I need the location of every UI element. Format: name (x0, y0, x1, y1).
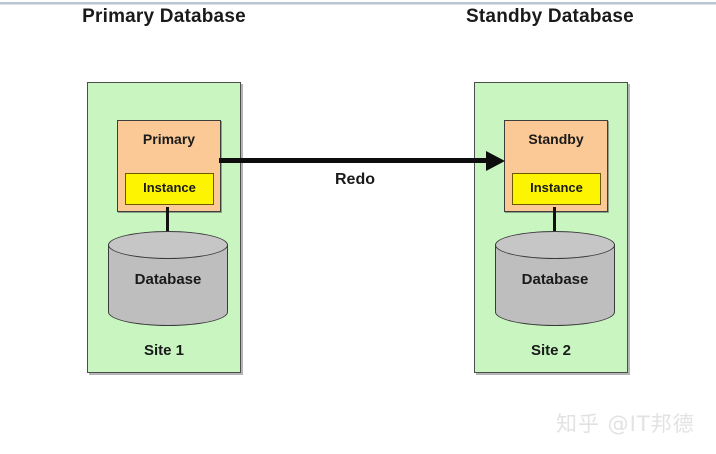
redo-arrow-shaft (219, 158, 493, 163)
site-label-site-2: Site 2 (530, 342, 572, 359)
database-label-site-2: Database (521, 271, 589, 288)
cylinder-top-ellipse (495, 231, 615, 259)
watermark: 知乎 @IT邦德 (556, 412, 695, 436)
database-cylinder-site-1: Database (108, 231, 228, 326)
instance-label-primary: Instance (143, 180, 196, 195)
role-label-standby: Standby (528, 131, 584, 147)
instance-box-primary: Instance (125, 173, 214, 205)
cylinder-top-ellipse (108, 231, 228, 259)
role-label-primary: Primary (142, 131, 196, 147)
database-label-site-1: Database (134, 271, 202, 288)
role-box-primary: Primary Instance (117, 120, 221, 212)
connector-standby-instance-to-database (553, 207, 556, 237)
site-container-site-1: Primary Instance Site 1 (87, 82, 241, 373)
site-container-site-2: Standby Instance Site 2 (474, 82, 628, 373)
primary-database-title: Primary Database (82, 6, 246, 27)
database-cylinder-site-2: Database (495, 231, 615, 326)
role-box-standby: Standby Instance (504, 120, 608, 212)
site-label-site-1: Site 1 (143, 342, 185, 359)
instance-label-standby: Instance (530, 180, 583, 195)
standby-database-title: Standby Database (466, 6, 634, 27)
redo-arrow-head-icon (486, 151, 505, 171)
redo-flow-label: Redo (335, 171, 375, 188)
connector-primary-instance-to-database (166, 207, 169, 237)
top-divider-rule-secondary (0, 4, 716, 5)
top-divider-rule (0, 2, 716, 4)
instance-box-standby: Instance (512, 173, 601, 205)
